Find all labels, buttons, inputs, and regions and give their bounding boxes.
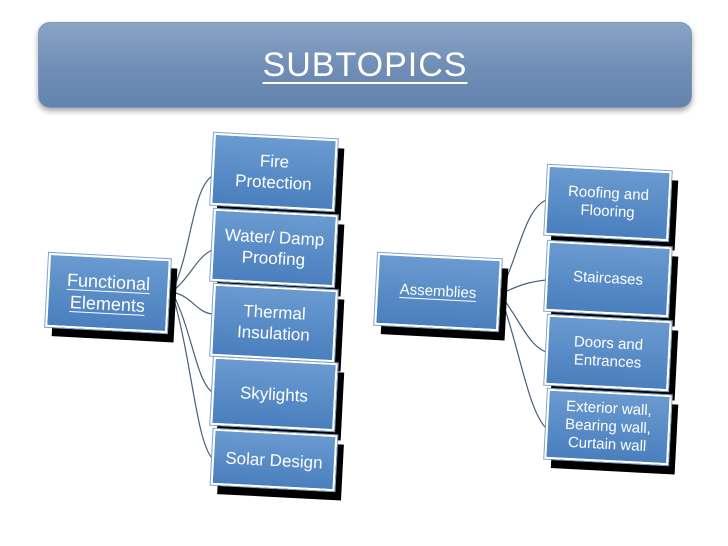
connector-line — [171, 291, 213, 393]
connector-line — [171, 249, 213, 293]
node-doors-entrances: Doors and Entrances — [543, 313, 673, 393]
node-label: Staircases — [572, 268, 644, 289]
connector-line — [499, 199, 547, 295]
connector-line — [499, 293, 547, 429]
node-roofing-flooring: Roofing and Flooring — [543, 163, 673, 243]
connector-line — [171, 175, 213, 293]
node-water-damp-proofing: Water/ Damp Proofing — [209, 207, 339, 289]
node-label: Solar Design — [224, 447, 324, 473]
node-label: Assemblies — [399, 281, 477, 302]
page-title: SUBTOPICS — [262, 45, 468, 84]
node-solar-design: Solar Design — [209, 427, 339, 493]
node-fire-protection: Fire Protection — [209, 131, 339, 213]
connector-line — [499, 293, 547, 353]
connector-line — [499, 279, 547, 295]
node-label: Functional Elements — [66, 269, 151, 316]
title-banner: SUBTOPICS — [38, 22, 692, 108]
node-staircases: Staircases — [543, 239, 673, 319]
node-label: Skylights — [239, 382, 309, 406]
node-assemblies: Assemblies — [373, 251, 503, 333]
connector-line — [171, 291, 213, 459]
node-functional-elements: Functional Elements — [44, 251, 172, 335]
node-label: Exterior wall, Bearing wall, Curtain wal… — [564, 397, 653, 456]
node-thermal-insulation: Thermal Insulation — [209, 282, 339, 364]
node-exterior-wall: Exterior wall, Bearing wall, Curtain wal… — [543, 387, 673, 467]
node-label: Water/ Damp Proofing — [224, 225, 325, 270]
connector-line — [171, 291, 213, 315]
node-skylights: Skylights — [209, 355, 339, 433]
node-label: Doors and Entrances — [573, 333, 644, 372]
node-label: Roofing and Flooring — [567, 182, 650, 222]
node-label: Thermal Insulation — [236, 301, 311, 345]
node-label: Fire Protection — [234, 151, 313, 194]
